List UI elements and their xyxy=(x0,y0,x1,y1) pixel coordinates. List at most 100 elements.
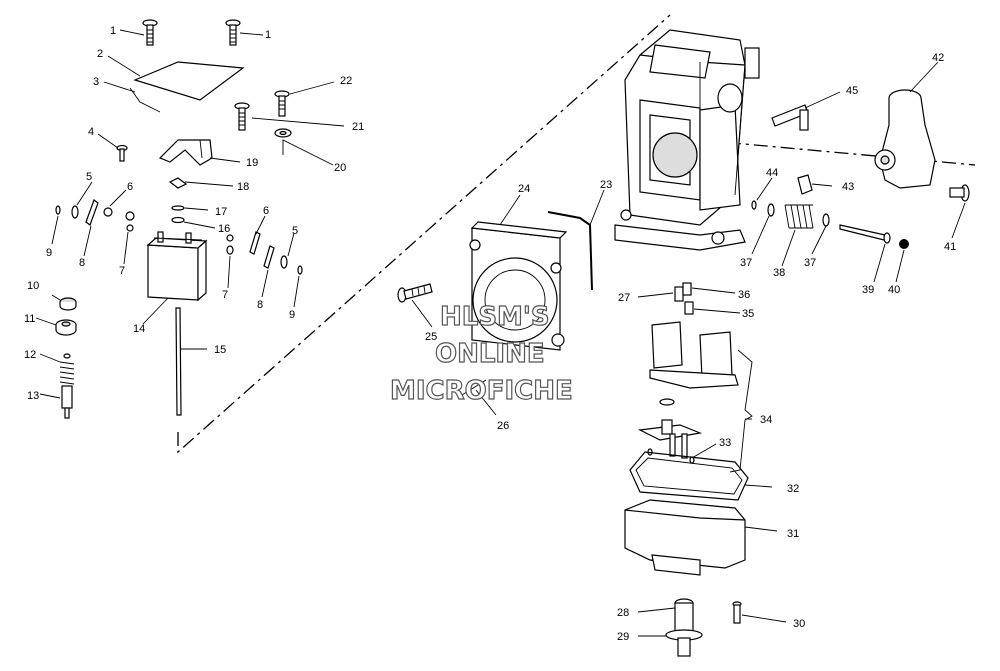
float-bowl xyxy=(624,499,746,576)
carburetor-body xyxy=(614,29,760,251)
label-34: 34 xyxy=(760,414,772,426)
clip xyxy=(168,177,188,189)
ring-6-left xyxy=(103,207,113,217)
label-19: 19 xyxy=(246,157,258,169)
washer-16 xyxy=(171,216,185,224)
drain-29 xyxy=(665,629,703,657)
ring-5-right xyxy=(280,255,288,269)
ring-9-left xyxy=(55,205,61,215)
label-38: 38 xyxy=(773,267,785,279)
washer-44 xyxy=(751,200,757,210)
label-10: 10 xyxy=(27,280,39,292)
screw-41 xyxy=(949,184,970,202)
label-41: 41 xyxy=(944,241,956,253)
ring-5-left xyxy=(71,205,79,219)
ring-9-right xyxy=(297,265,303,275)
label-17: 17 xyxy=(215,206,227,218)
drain-28 xyxy=(674,598,694,632)
label-7-left: 7 xyxy=(119,265,125,277)
label-22: 22 xyxy=(340,75,352,87)
nut-20 xyxy=(274,128,292,138)
label-36: 36 xyxy=(738,289,750,301)
link-6-right xyxy=(249,231,261,255)
screw-39 xyxy=(839,224,891,244)
leader-lines xyxy=(35,29,966,637)
washer-37-left xyxy=(767,203,775,217)
spring-38 xyxy=(784,204,814,229)
label-1-right: 1 xyxy=(265,29,271,41)
label-35: 35 xyxy=(742,308,754,320)
label-21: 21 xyxy=(352,121,364,133)
spring-12 xyxy=(59,353,75,385)
pin-26 xyxy=(461,379,487,396)
watermark: HLSM'S ONLINE MICROFICHE xyxy=(389,301,573,406)
label-9-right: 9 xyxy=(289,309,295,321)
label-40: 40 xyxy=(888,284,900,296)
ring-7-right xyxy=(226,245,234,255)
label-2: 2 xyxy=(97,48,103,60)
jet-27 xyxy=(674,286,684,302)
ring-7-left-a xyxy=(125,211,135,221)
pin-17 xyxy=(171,205,185,211)
plunger-13 xyxy=(61,385,73,419)
label-8-left: 8 xyxy=(79,257,85,269)
label-25: 25 xyxy=(425,331,437,343)
label-43: 43 xyxy=(842,181,854,193)
label-14: 14 xyxy=(133,323,145,335)
watermark-line-2: ONLINE xyxy=(435,339,545,369)
label-26: 26 xyxy=(497,420,509,432)
jet-36 xyxy=(682,282,692,296)
o-ring xyxy=(659,398,675,406)
label-28: 28 xyxy=(617,607,629,619)
link-8-right xyxy=(263,245,275,269)
gasket-wire xyxy=(129,87,161,113)
gasket-23 xyxy=(547,211,593,291)
carburetor-plate xyxy=(469,221,568,351)
label-29: 29 xyxy=(617,631,629,643)
bracket xyxy=(158,139,213,166)
label-4: 4 xyxy=(88,126,94,138)
label-33: 33 xyxy=(719,437,731,449)
label-39: 39 xyxy=(862,284,874,296)
label-27: 27 xyxy=(618,292,630,304)
label-37-right: 37 xyxy=(804,257,816,269)
fitting-45 xyxy=(771,104,809,131)
bracket-34 xyxy=(729,349,753,473)
screw-1-right xyxy=(225,19,241,46)
screw-22 xyxy=(274,90,290,117)
watermark-line-1: HLSM'S xyxy=(440,302,550,332)
label-15: 15 xyxy=(214,344,226,356)
screw-30 xyxy=(732,601,742,624)
label-37-left: 37 xyxy=(740,257,752,269)
link-8-left xyxy=(85,199,99,226)
label-45: 45 xyxy=(846,85,858,97)
screw-4 xyxy=(116,144,128,162)
label-13: 13 xyxy=(27,390,39,402)
cap-40 xyxy=(899,239,909,249)
label-32: 32 xyxy=(787,483,799,495)
assembly-line-main xyxy=(177,14,671,454)
label-18: 18 xyxy=(237,181,249,193)
screw-21 xyxy=(234,102,250,131)
cover-plate xyxy=(133,61,245,101)
part-number-labels: 1 1 2 3 4 5 6 9 8 7 10 11 12 13 14 15 16… xyxy=(24,25,956,643)
label-23: 23 xyxy=(600,179,612,191)
label-30: 30 xyxy=(793,618,805,630)
nut-11 xyxy=(55,319,77,336)
label-5-left: 5 xyxy=(86,171,92,183)
label-44: 44 xyxy=(766,167,778,179)
float-assembly xyxy=(146,231,208,302)
label-6-left: 6 xyxy=(127,181,133,193)
watermark-line-3: MICROFICHE xyxy=(390,376,573,406)
label-9-left: 9 xyxy=(46,247,52,259)
ring-7-right-b xyxy=(226,234,234,242)
label-12: 12 xyxy=(24,349,36,361)
label-16: 16 xyxy=(218,223,230,235)
float-pair xyxy=(649,321,739,389)
label-24: 24 xyxy=(518,183,530,195)
label-31: 31 xyxy=(787,528,799,540)
label-3: 3 xyxy=(93,76,99,88)
label-6-right: 6 xyxy=(263,205,269,217)
